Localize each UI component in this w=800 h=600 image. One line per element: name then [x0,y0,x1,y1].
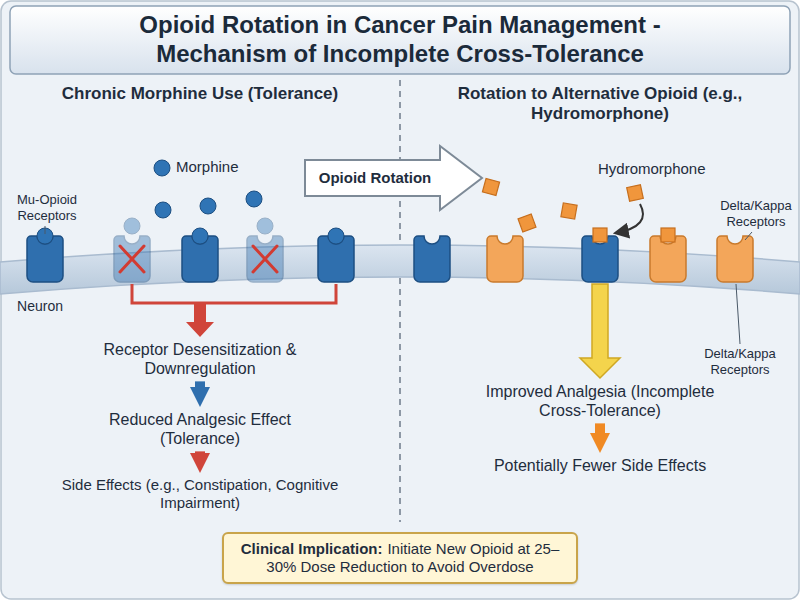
leader-line [736,284,740,344]
process-text: Potentially Fewer Side Effects [470,456,730,475]
mu-receptor-faded [114,236,150,282]
label-text: Hydromorphone [598,160,728,178]
delta-kappa-receptor [487,236,523,282]
process-text: Improved Analgesia (Incomplete Cross-Tol… [480,382,720,420]
note-heading: Clinical Implication: [241,540,383,557]
morphine-molecule [200,198,216,214]
label-text: Morphine [176,158,266,176]
title-banner [10,6,790,74]
mu-receptor [414,236,450,282]
morphine-molecule [154,160,170,176]
label-text: Rotation to Alternative Opioid (e.g., Hy… [450,84,750,125]
delta-kappa-receptor [650,236,686,282]
morphine-molecule [155,202,171,218]
flow-arrow [595,423,605,433]
node-text: Improved Analgesia (Incomplete Cross-Tol… [480,382,720,420]
label-text: Chronic Morphine Use (Tolerance) [50,84,350,104]
label-text: Mu-Opioid Receptors [2,192,92,223]
bracket [132,284,336,303]
title-text: Opioid Rotation in Cancer Pain Managemen… [90,10,710,68]
morphine-molecule-faded [124,218,140,234]
label-text: Opioid Rotation [310,169,440,187]
blocked-mark [120,246,277,272]
delta-kappa-receptor [717,236,753,282]
flow-arrow [195,451,205,453]
block-arrow [186,303,214,337]
node-text: Receptor Desensitization & Downregulatio… [90,340,310,378]
node-text: Reduced Analgesic Effect (Tolerance) [90,410,310,448]
label-text: Delta/Kappa Receptors [690,346,790,377]
morphine-molecule [246,191,262,207]
leader-line [745,232,752,240]
rotation-arrow [305,146,482,210]
label-text: Delta/Kappa Receptors [712,198,800,229]
process-text: Side Effects (e.g., Constipation, Cognit… [40,476,360,512]
morphine-molecule-faded [257,218,273,234]
note-box: Clinical Implication:Initiate New Opioid… [222,532,578,584]
flow-arrow [195,381,205,387]
binding-arrow [616,204,643,233]
node-text: Side Effects (e.g., Constipation, Cognit… [40,476,360,512]
leader-line [45,226,46,234]
process-text: Receptor Desensitization & Downregulatio… [90,340,310,378]
mu-receptor-faded [247,236,283,282]
morphine-molecule [328,228,344,244]
block-arrow [580,284,620,378]
hydromorphone-molecule [482,178,675,242]
panel-divider [399,80,401,522]
node-text: Potentially Fewer Side Effects [470,456,730,475]
mu-receptor [582,236,618,282]
process-text: Reduced Analgesic Effect (Tolerance) [90,410,310,448]
label-text: Neuron [8,298,72,315]
morphine-molecule [192,228,208,244]
